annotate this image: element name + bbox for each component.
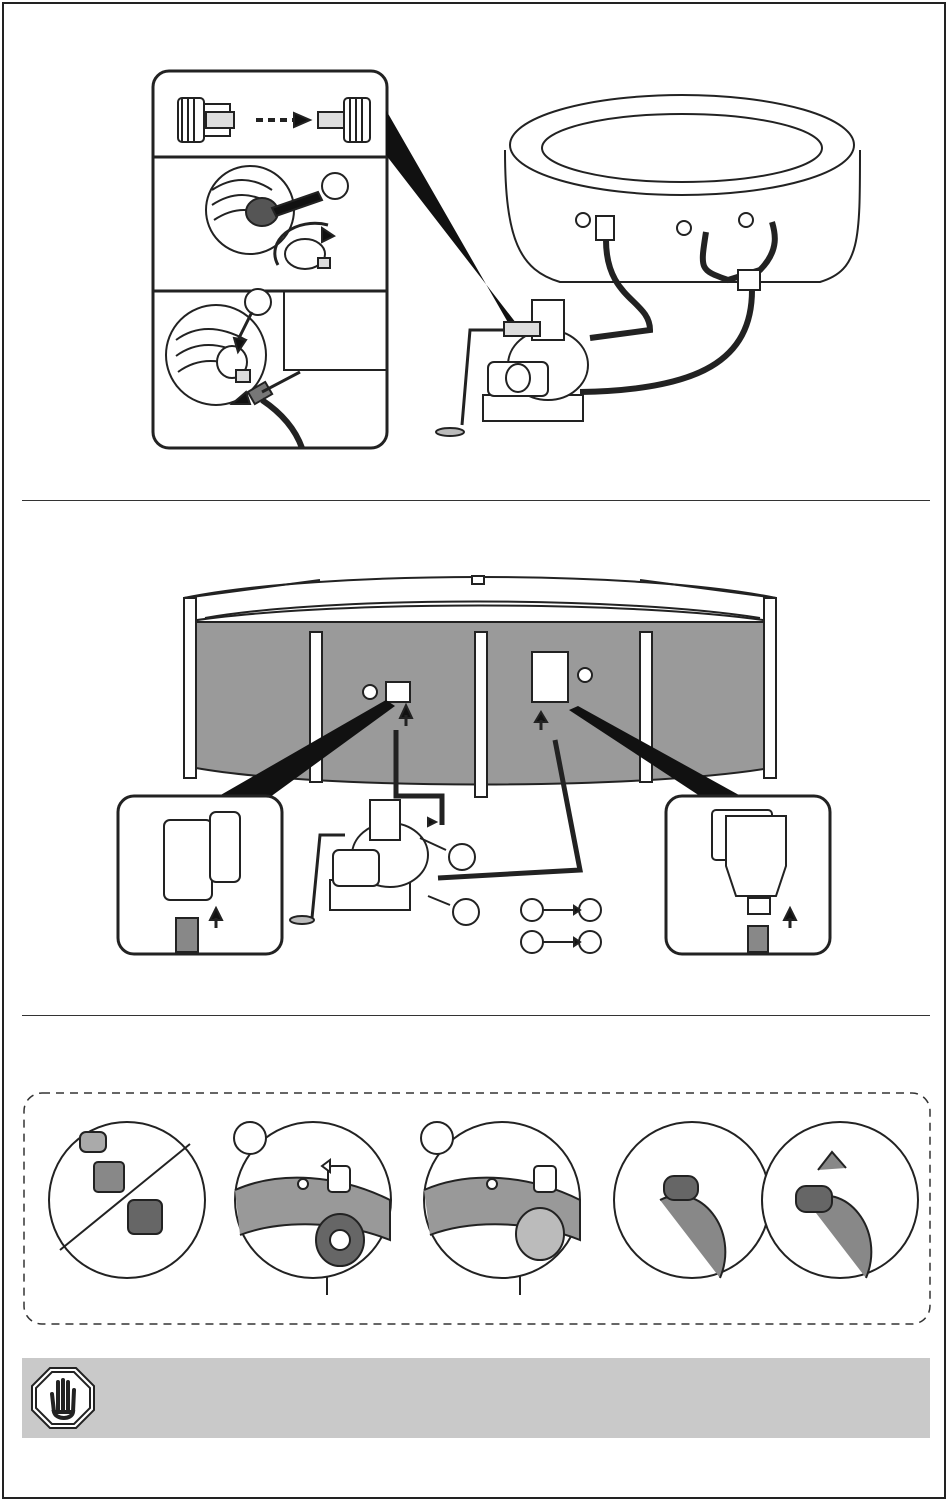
step-insert-strainer [421, 1122, 580, 1295]
easy-set-pool-illustration [0, 0, 950, 500]
section-divider-2 [22, 1015, 930, 1016]
step-open-plunger-valve [614, 1122, 918, 1278]
fitting-steps-illustration [0, 1080, 950, 1340]
callout-wedge [386, 110, 516, 326]
section-easy-set-pool [0, 0, 950, 500]
stop-hand-icon [30, 1366, 96, 1430]
step-insert-return-jet [234, 1122, 391, 1295]
section-fitting-steps [0, 1080, 950, 1340]
section-frame-pool [0, 500, 950, 1015]
step-remove-plug [49, 1122, 205, 1278]
skimmer-inset [666, 796, 830, 954]
return-fitting-inset [118, 796, 282, 954]
frame-pool-illustration [0, 500, 950, 1015]
warning-banner [22, 1358, 930, 1438]
frame-pool [184, 576, 776, 797]
